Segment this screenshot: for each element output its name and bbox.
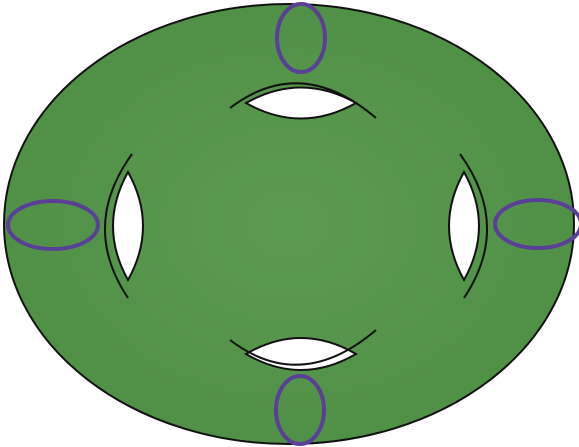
diagram-canvas [0, 0, 579, 447]
genus-four-surface-diagram [0, 0, 579, 447]
